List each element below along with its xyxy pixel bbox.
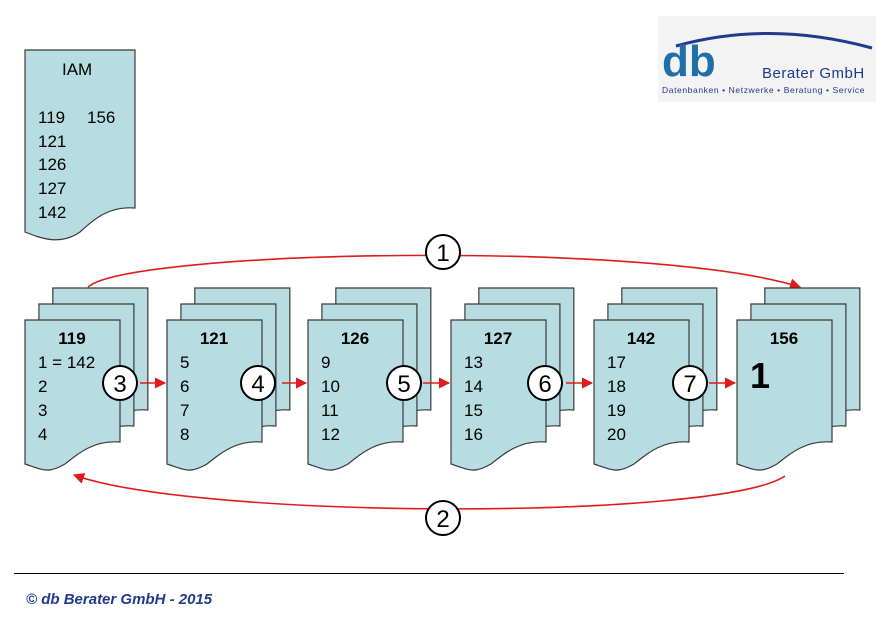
page-sheet-front xyxy=(24,319,121,471)
step-label: 5 xyxy=(397,371,410,398)
step-label: 1 xyxy=(436,240,449,267)
step-circle-bottom: 2 xyxy=(425,500,461,536)
page-row: 16 xyxy=(464,425,483,444)
step-label: 7 xyxy=(683,371,696,398)
iam-row: 142 xyxy=(38,203,66,222)
iam-row: 127 xyxy=(38,179,66,198)
page-row: 18 xyxy=(607,377,626,396)
page-row: 2 xyxy=(38,377,47,396)
page-row: 20 xyxy=(607,425,626,444)
page-row: 6 xyxy=(180,377,189,396)
page-id: 156 xyxy=(770,329,798,348)
page-sheet-front xyxy=(166,319,263,471)
logo-tagline: Datenbanken • Netzwerke • Beratung • Ser… xyxy=(662,85,865,95)
page-id: 127 xyxy=(484,329,512,348)
logo: db Berater GmbH Datenbanken • Netzwerke … xyxy=(658,16,876,102)
arrow-first-to-last xyxy=(87,254,802,290)
page-sheet-front xyxy=(307,319,404,471)
page-stack-121: 121 5 6 7 8 xyxy=(166,287,291,471)
page-row: 14 xyxy=(464,377,483,396)
step-circle-7: 7 xyxy=(672,365,708,401)
page-row: 13 xyxy=(464,353,483,372)
page-row: 10 xyxy=(321,377,340,396)
logo-name: Berater GmbH xyxy=(762,65,865,82)
page-row: 3 xyxy=(38,401,47,420)
arrow-last-to-first xyxy=(72,473,786,510)
page-id: 119 xyxy=(58,329,85,348)
page-id: 126 xyxy=(341,329,369,348)
step-label: 3 xyxy=(113,371,126,398)
page-id: 142 xyxy=(627,329,655,348)
step-circle-4: 4 xyxy=(240,365,276,401)
page-row: 4 xyxy=(38,425,47,444)
page-sheet-front xyxy=(450,319,547,471)
step-circle-top: 1 xyxy=(425,234,461,270)
iam-row: 119 xyxy=(38,108,65,127)
iam-title: IAM xyxy=(62,60,92,79)
logo-swoosh xyxy=(675,31,873,50)
page-stack-126: 126 9 10 11 12 xyxy=(307,287,432,471)
page-row: 8 xyxy=(180,425,189,444)
page-big-value: 1 xyxy=(750,355,770,396)
page-row: 7 xyxy=(180,401,189,420)
step-label: 6 xyxy=(538,371,551,398)
page-sheet-front xyxy=(593,319,690,471)
page-id: 121 xyxy=(200,329,228,348)
iam-side-value: 156 xyxy=(87,108,115,127)
page-row: 9 xyxy=(321,353,330,372)
page-row: 5 xyxy=(180,353,189,372)
page-row: 1 = 142 xyxy=(38,353,95,372)
page-row: 12 xyxy=(321,425,340,444)
step-circle-3: 3 xyxy=(102,365,138,401)
step-circle-5: 5 xyxy=(386,365,422,401)
page-row: 19 xyxy=(607,401,626,420)
page-row: 17 xyxy=(607,353,626,372)
step-label: 4 xyxy=(251,371,264,398)
footer-divider xyxy=(14,573,844,574)
iam-row: 121 xyxy=(38,132,66,151)
page-row: 11 xyxy=(321,401,339,420)
page-row: 15 xyxy=(464,401,483,420)
page-sheet-front xyxy=(736,319,833,471)
step-label: 2 xyxy=(436,506,449,533)
iam-page: IAM 119 156 121 126 127 142 xyxy=(24,49,136,241)
logo-mark: db xyxy=(662,37,716,86)
iam-row: 126 xyxy=(38,155,66,174)
step-circle-6: 6 xyxy=(527,365,563,401)
footer-copyright: © db Berater GmbH - 2015 xyxy=(26,591,213,608)
